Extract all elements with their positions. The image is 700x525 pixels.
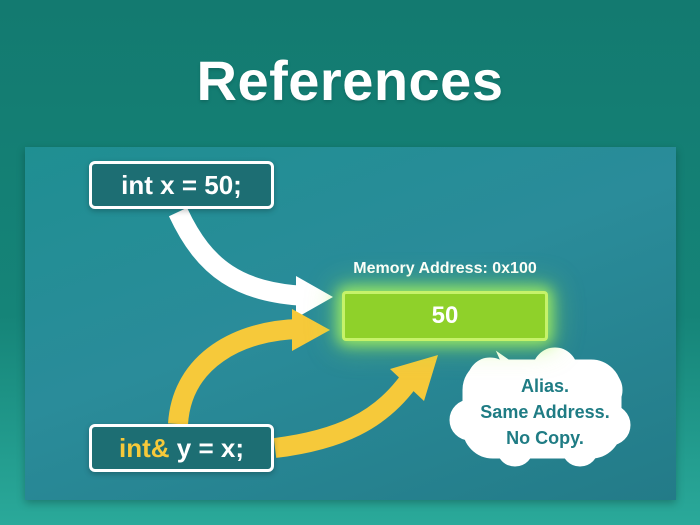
callout-text: Alias. Same Address. No Copy. (450, 373, 640, 451)
value-arrow-shaft (168, 207, 306, 306)
callout-line-alias: Alias. (520, 376, 570, 396)
reference-arrow-shaft-2 (273, 375, 417, 458)
code-keyword-int-ref: int& (119, 432, 170, 463)
page-title: References (196, 49, 504, 112)
memory-address-label: Memory Address: 0x100 (353, 260, 537, 277)
code-line-y-rest: y = x; (169, 432, 244, 463)
callout-line-no-copy: No Copy. (506, 428, 584, 448)
memory-value: 50 (431, 302, 459, 329)
reference-arrow-head-1 (292, 309, 330, 351)
reference-arrow-shaft-1 (168, 319, 301, 426)
value-arrow-head (296, 276, 333, 318)
callout-bubble (449, 347, 631, 467)
code-box-int-x: int x = 50; (89, 161, 274, 209)
code-line-x: int x = 50; (121, 169, 242, 200)
reference-arrow-head-2 (390, 355, 438, 401)
callout-line-same-address: Same Address. (480, 402, 610, 422)
memory-cell: 50 (342, 291, 548, 341)
code-box-int-ref-y: int& y = x; (89, 424, 274, 472)
